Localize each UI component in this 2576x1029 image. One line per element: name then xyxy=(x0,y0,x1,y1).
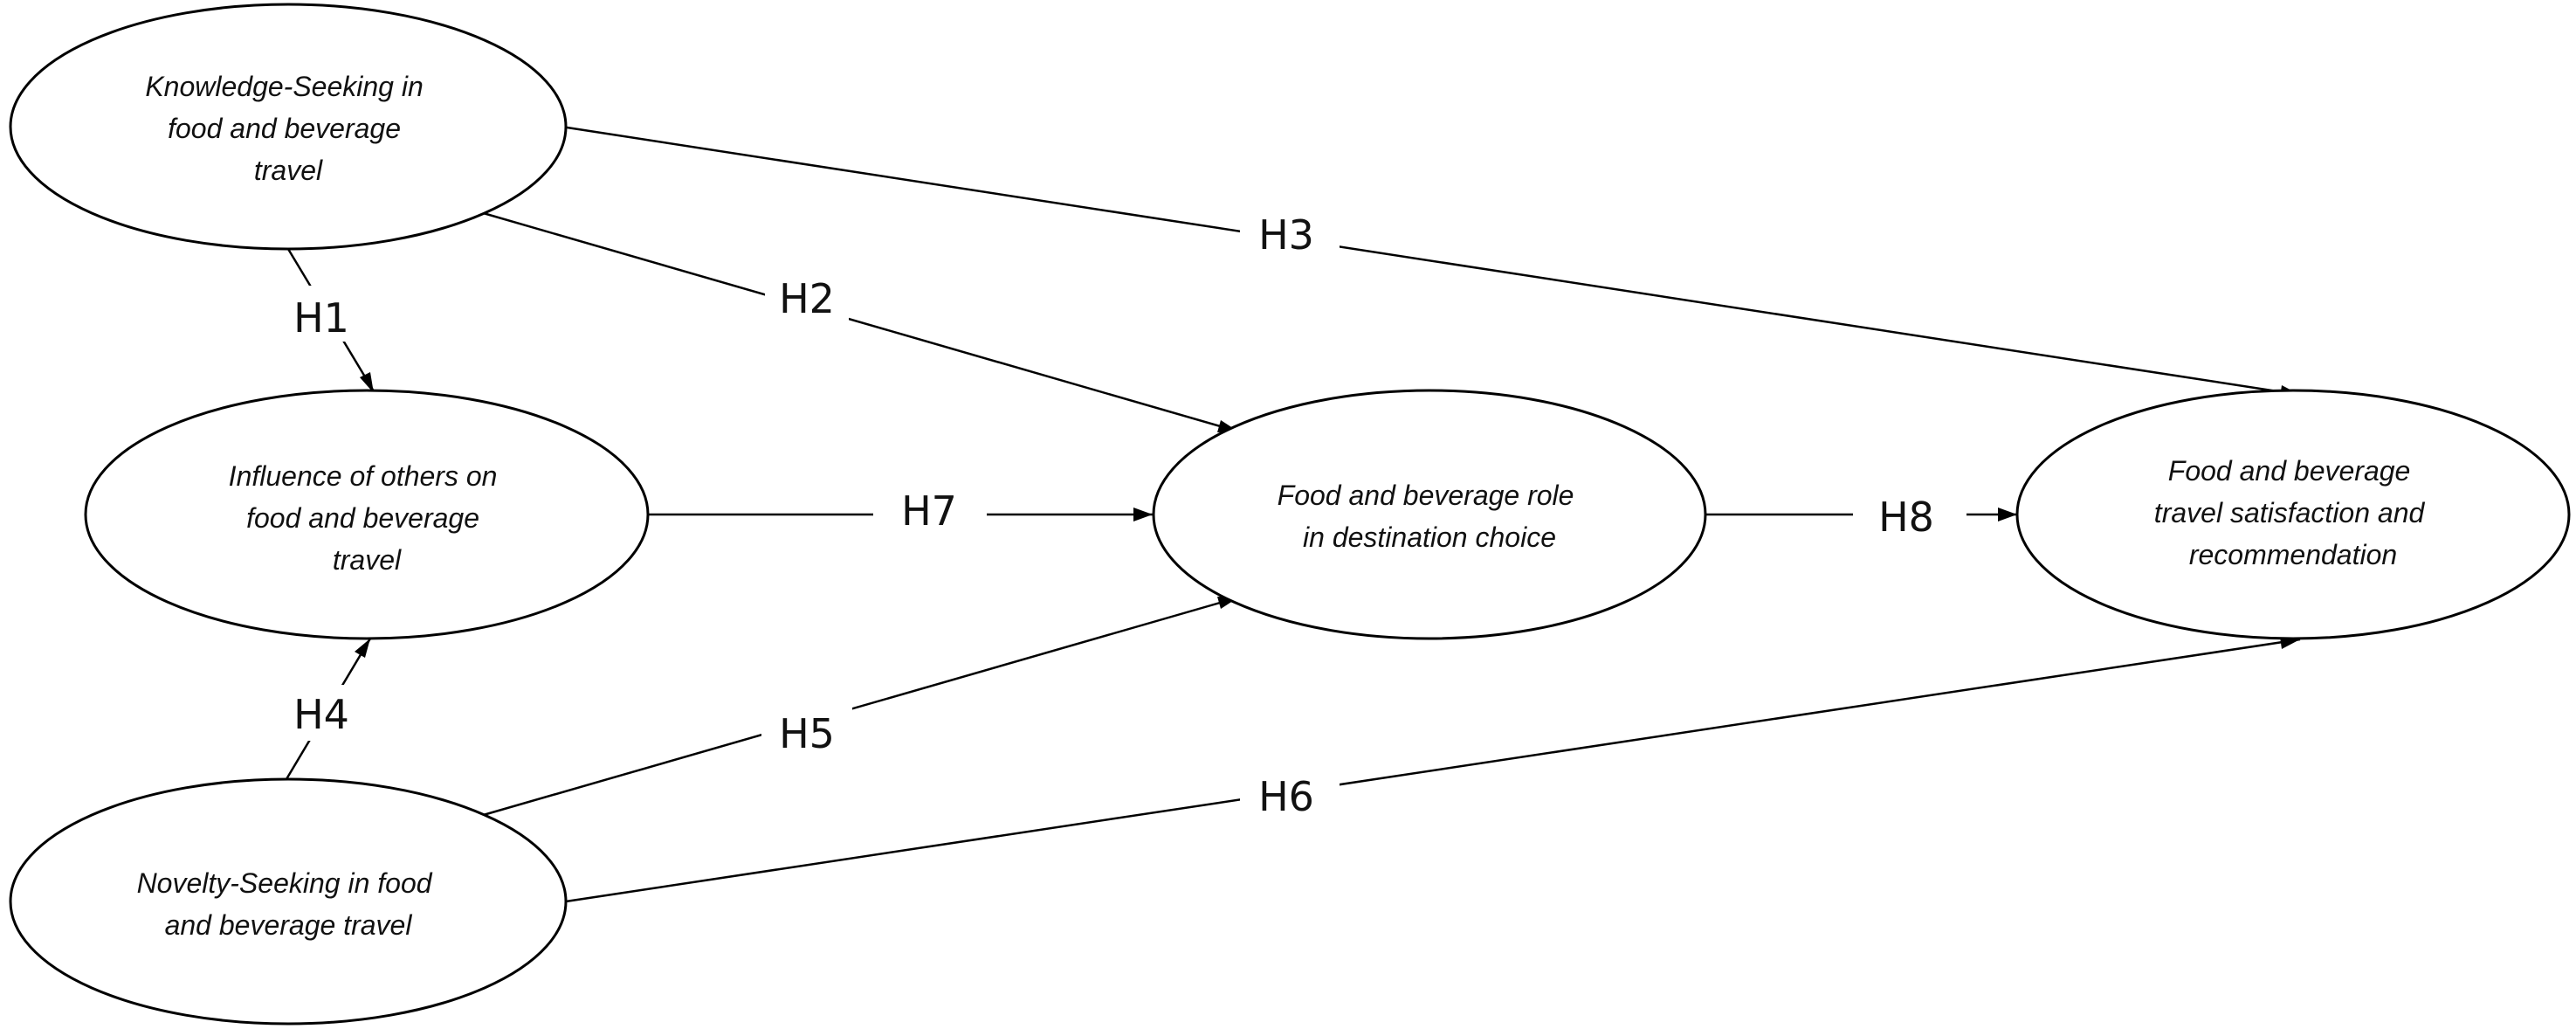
edge-h6 xyxy=(565,637,2301,903)
node-travel-satisfaction: Food and beverage travel satisfaction an… xyxy=(2015,389,2571,640)
node-influence-line-3: travel xyxy=(333,544,402,576)
hyp-label-h2: H2 xyxy=(765,267,849,323)
hyp-label-h7: H7 xyxy=(873,486,987,542)
edge-h5-label: H5 xyxy=(779,710,835,757)
node-satisfaction-line-3: recommendation xyxy=(2189,539,2397,570)
edge-h1-arrowhead xyxy=(360,372,374,393)
edge-h4-label: H4 xyxy=(293,691,349,738)
node-destination-line-2: in destination choice xyxy=(1303,521,1556,553)
node-novelty-line-2: and beverage travel xyxy=(165,909,413,941)
node-destination-ellipse xyxy=(1152,389,1707,640)
edge-h7-arrowhead xyxy=(1133,508,1153,521)
edge-h1-label: H1 xyxy=(293,294,349,342)
node-satisfaction-line-1: Food and beverage xyxy=(2168,455,2411,487)
hyp-label-h4: H4 xyxy=(279,685,363,741)
node-satisfaction-line-2: travel satisfaction and xyxy=(2154,497,2426,528)
edge-h5-line xyxy=(479,596,1239,818)
edge-h8-arrowhead xyxy=(1998,508,2017,521)
svg-text:Influence of others on f: Influence of others on food and beverage… xyxy=(229,460,506,576)
node-influence-ellipse xyxy=(84,389,650,640)
node-knowledge-seeking: Knowledge-Seeking in food and beverage t… xyxy=(9,3,568,251)
node-destination-line-1: Food and beverage role xyxy=(1278,480,1574,511)
edge-h2-label: H2 xyxy=(779,275,835,322)
node-destination-choice: Food and beverage role in destination ch… xyxy=(1152,389,1707,640)
edge-h4-arrowhead xyxy=(355,639,370,658)
node-knowledge-line-1: Knowledge-Seeking in xyxy=(145,71,423,102)
node-knowledge-seeking-ellipse xyxy=(9,3,568,251)
hyp-label-h6: H6 xyxy=(1240,769,1340,825)
svg-text:Food and beverage role i: Food and beverage role in destination ch… xyxy=(1278,480,1582,553)
svg-text:Knowledge-Seeking in foo: Knowledge-Seeking in food and beverage t… xyxy=(145,71,430,186)
node-novelty-seeking: Novelty-Seeking in food and beverage tra… xyxy=(9,777,568,1026)
edge-h7-label: H7 xyxy=(901,487,957,535)
edge-h8-label: H8 xyxy=(1878,494,1934,541)
hyp-label-h5: H5 xyxy=(761,704,852,760)
edge-h6-arrowhead xyxy=(2280,637,2300,649)
edge-h3-label: H3 xyxy=(1258,211,1314,259)
svg-text:Food and beverage travel: Food and beverage travel satisfaction an… xyxy=(2154,455,2432,570)
hyp-label-h8: H8 xyxy=(1853,489,1966,545)
edge-h6-line xyxy=(565,638,2301,903)
node-satisfaction-ellipse xyxy=(2015,389,2571,640)
node-novelty-line-1: Novelty-Seeking in food xyxy=(137,867,433,899)
node-influence-line-1: Influence of others on xyxy=(229,460,498,492)
svg-text:Novelty-Seeking in food: Novelty-Seeking in food and beverage tra… xyxy=(137,867,440,941)
hyp-label-h3: H3 xyxy=(1240,206,1340,262)
edge-h2 xyxy=(479,211,1239,433)
edge-h2-line xyxy=(479,211,1239,433)
node-influence-of-others: Influence of others on food and beverage… xyxy=(84,389,650,640)
node-novelty-ellipse xyxy=(9,777,568,1026)
hyp-label-h1: H1 xyxy=(278,286,356,342)
edge-h3-line xyxy=(561,125,2301,397)
node-knowledge-line-2: food and beverage xyxy=(168,113,401,144)
node-knowledge-line-3: travel xyxy=(254,155,323,186)
node-influence-line-2: food and beverage xyxy=(246,502,479,534)
edge-h6-label: H6 xyxy=(1258,773,1314,820)
edge-h5 xyxy=(479,596,1239,818)
edge-h3 xyxy=(561,125,2301,397)
